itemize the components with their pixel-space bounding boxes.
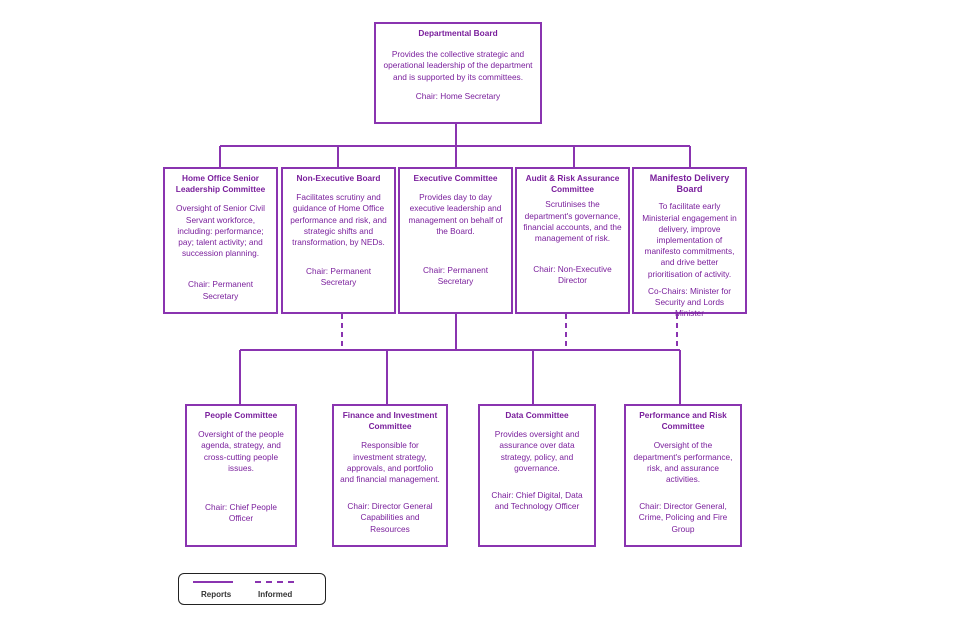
exco-box: Executive Committee Provides day to day … [398,167,513,314]
departmental-board-box: Departmental Board Provides the collecti… [374,22,542,124]
data-committee-box: Data Committee Provides oversight and as… [478,404,596,547]
arac-chair: Chair: Non-Executive Director [533,264,612,286]
finance-committee-title: Finance and Investment Committee [342,410,438,432]
performance-committee-desc: Oversight of the department's performanc… [633,440,733,485]
mdb-box: Manifesto Delivery Board To facilitate e… [632,167,747,318]
people-committee-desc: Oversight of the people agenda, strategy… [198,429,284,473]
data-committee-title: Data Committee [505,410,569,420]
legend-reports-label: Reports [201,590,232,599]
arac-box: Audit & Risk Assurance Committee Scrutin… [515,167,630,314]
people-committee-title: People Committee [204,410,278,420]
departmental-board-desc: Provides the collective strategic and op… [383,49,533,82]
mdb-desc: To facilitate early Ministerial engageme… [642,201,737,279]
departmental-board-title: Departmental Board [418,28,498,38]
hoslc-chair: Chair: Permanent Secretary [187,279,254,301]
people-committee-box: People Committee Oversight of the people… [185,404,297,547]
neb-title: Non-Executive Board [296,173,381,183]
neb-desc: Facilitates scrutiny and guidance of Hom… [290,192,387,248]
hoslc-desc: Oversight of Senior Civil Servant workfo… [176,203,265,259]
neb-chair: Chair: Permanent Secretary [305,266,372,288]
hoslc-title: Home Office Senior Leadership Committee [175,173,266,195]
finance-committee-box: Finance and Investment Committee Respons… [332,404,448,547]
people-committee-chair: Chair: Chief People Officer [205,502,277,524]
departmental-board-chair: Chair: Home Secretary [415,90,501,101]
exco-chair: Chair: Permanent Secretary [422,265,489,287]
legend-informed-label: Informed [258,590,293,599]
hoslc-box: Home Office Senior Leadership Committee … [163,167,278,314]
mdb-chair: Co-Chairs: Minister for Security and Lor… [648,285,731,319]
legend: Reports Informed [178,573,326,605]
arac-title: Audit & Risk Assurance Committee [525,173,620,195]
exco-title: Executive Committee [413,173,498,183]
performance-committee-box: Performance and Risk Committee Oversight… [624,404,742,547]
finance-committee-desc: Responsible for investment strategy, app… [340,440,440,485]
data-committee-desc: Provides oversight and assurance over da… [494,429,580,473]
mdb-title: Manifesto Delivery Board [649,173,730,195]
data-committee-chair: Chair: Chief Digital, Data and Technolog… [491,490,583,512]
exco-desc: Provides day to day executive leadership… [408,192,503,236]
legend-swatches [193,581,297,583]
arac-desc: Scrutinises the department's governance,… [523,199,622,244]
performance-committee-chair: Chair: Director General, Crime, Policing… [638,501,728,534]
finance-committee-chair: Chair: Director General Capabilities and… [347,501,433,534]
neb-box: Non-Executive Board Facilitates scrutiny… [281,167,396,314]
performance-committee-title: Performance and Risk Committee [639,410,727,432]
